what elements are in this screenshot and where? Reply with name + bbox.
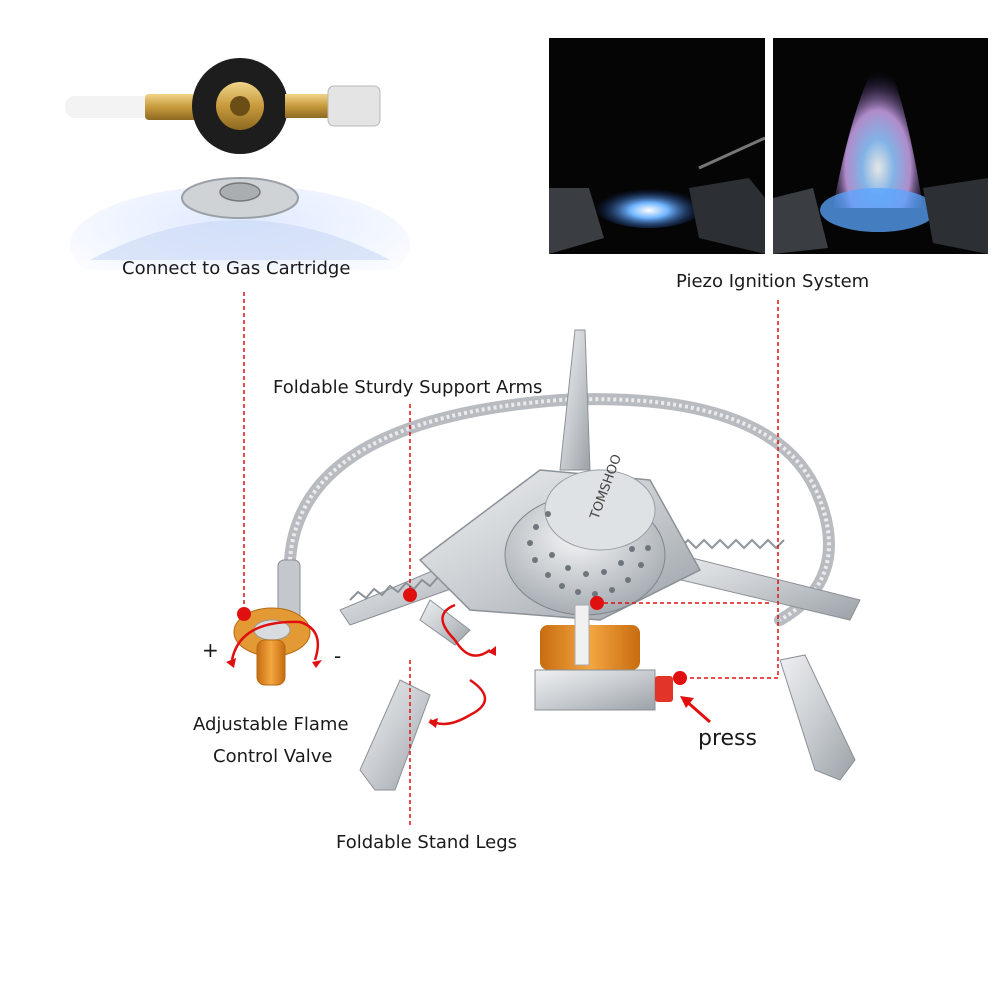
callout-lines bbox=[243, 292, 779, 826]
label-plus: + bbox=[202, 638, 219, 662]
label-flame-valve-line2: Control Valve bbox=[213, 746, 333, 767]
label-piezo: Piezo Ignition System bbox=[676, 271, 870, 292]
flame-low-image bbox=[549, 136, 765, 254]
label-stand-legs: Foldable Stand Legs bbox=[336, 832, 518, 853]
label-press: press bbox=[698, 726, 757, 751]
stand-leg-left bbox=[359, 679, 431, 791]
piezo-button bbox=[655, 676, 673, 702]
label-gas-cartridge: Connect to Gas Cartridge bbox=[122, 258, 351, 279]
label-minus: - bbox=[334, 644, 342, 668]
flame-high-image bbox=[773, 48, 988, 254]
label-support-arms: Foldable Sturdy Support Arms bbox=[273, 377, 543, 398]
stand-leg-right bbox=[779, 654, 856, 781]
flame-photo-high bbox=[773, 38, 988, 254]
label-flame-valve-line1: Adjustable Flame bbox=[193, 714, 349, 735]
flame-knob bbox=[256, 639, 286, 686]
piezo-housing bbox=[534, 669, 656, 711]
flame-photo-low bbox=[549, 38, 765, 254]
valve-body bbox=[540, 625, 640, 670]
support-arm-back bbox=[559, 329, 591, 471]
callout-dots bbox=[237, 588, 687, 685]
cartridge-connector-image bbox=[65, 58, 410, 270]
